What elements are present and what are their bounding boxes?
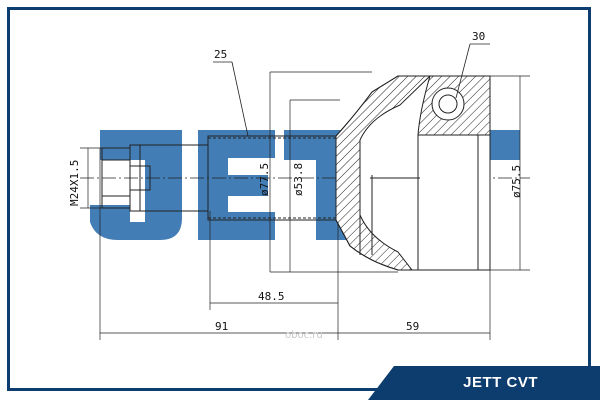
callout-25-label: 25 <box>214 48 227 61</box>
inner-dia-label: ø53.8 <box>292 163 305 196</box>
overall-left-label: 91 <box>215 320 228 333</box>
brand-banner: JETT CVT <box>368 366 600 400</box>
outer-dia-label: ø77.5 <box>258 163 271 196</box>
thread-dim-label: M24X1.5 <box>68 160 81 206</box>
brand-footer-label: JETT CVT <box>463 374 538 391</box>
overall-right-label: 59 <box>406 320 419 333</box>
housing-dia-label: ø75.5 <box>510 165 523 198</box>
stem-length-label: 48.5 <box>258 290 285 303</box>
callout-leaders <box>213 43 490 137</box>
dimension-lines <box>100 302 490 334</box>
site-watermark: oboc.ru <box>285 330 323 341</box>
extension-lines <box>80 71 530 340</box>
housing <box>335 75 491 271</box>
callout-30-label: 30 <box>472 30 485 43</box>
border-frame <box>7 7 591 391</box>
